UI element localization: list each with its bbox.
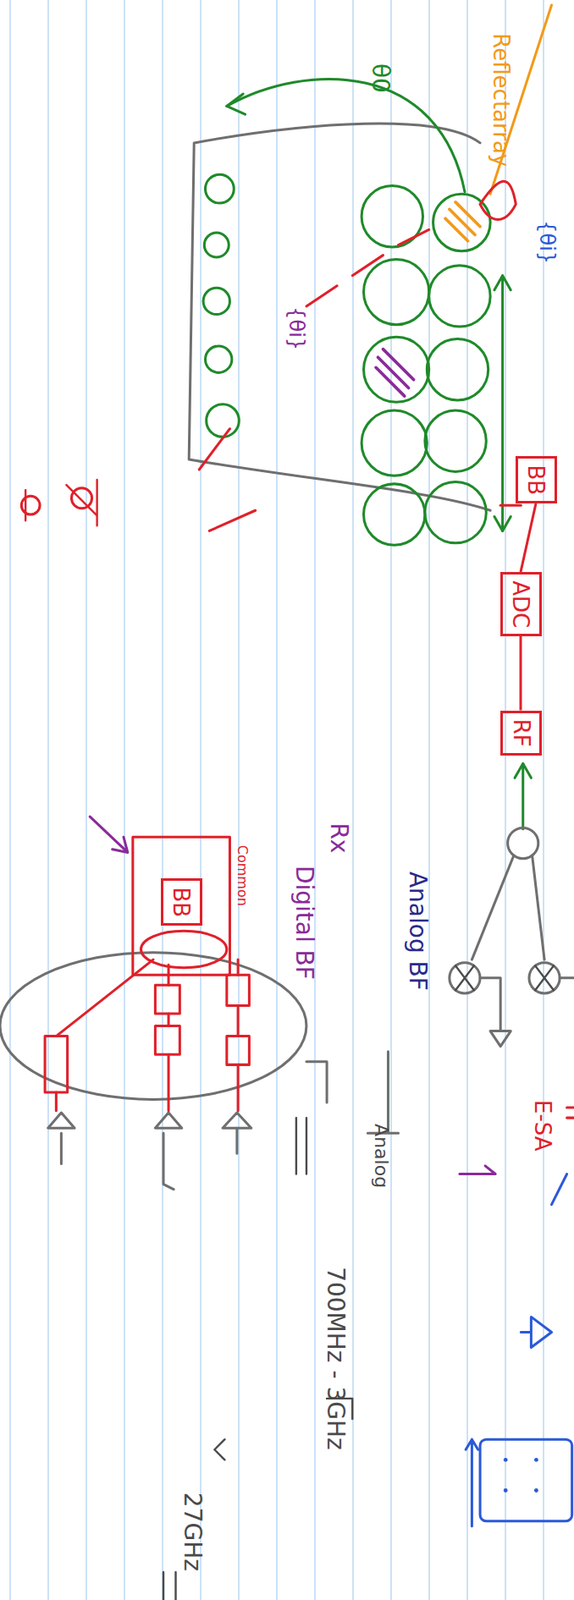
section-label: Rx xyxy=(325,822,353,854)
phase-set: {θi} xyxy=(535,220,558,265)
box-label: RF xyxy=(508,718,534,747)
note-text: Analog xyxy=(370,1124,392,1189)
signal-wire xyxy=(520,503,536,573)
box-label: ADC xyxy=(508,580,534,629)
box-label: BB xyxy=(169,887,194,918)
baseband-box: BB xyxy=(160,878,203,927)
title-note: Reflectarray xyxy=(489,33,514,167)
adc-box: ADC xyxy=(500,572,542,637)
angle-label: θ0 xyxy=(366,62,393,93)
wire-line xyxy=(519,636,523,712)
section-label: E-SA xyxy=(529,1100,555,1153)
baseband-box: BB xyxy=(515,456,558,504)
section-label: Analog BF xyxy=(403,871,431,991)
note-text: Common xyxy=(234,845,250,907)
phase-set: {θi} xyxy=(285,306,308,351)
signal-wire xyxy=(520,636,522,712)
section-label: Digital BF xyxy=(290,865,317,980)
frequency-range: 700MHz - 3GHz xyxy=(320,1267,348,1452)
wire-line xyxy=(520,503,536,573)
box-label: BB xyxy=(524,464,549,496)
rf-box: RF xyxy=(500,711,542,757)
frequency-label: 27GHz xyxy=(178,1492,205,1572)
